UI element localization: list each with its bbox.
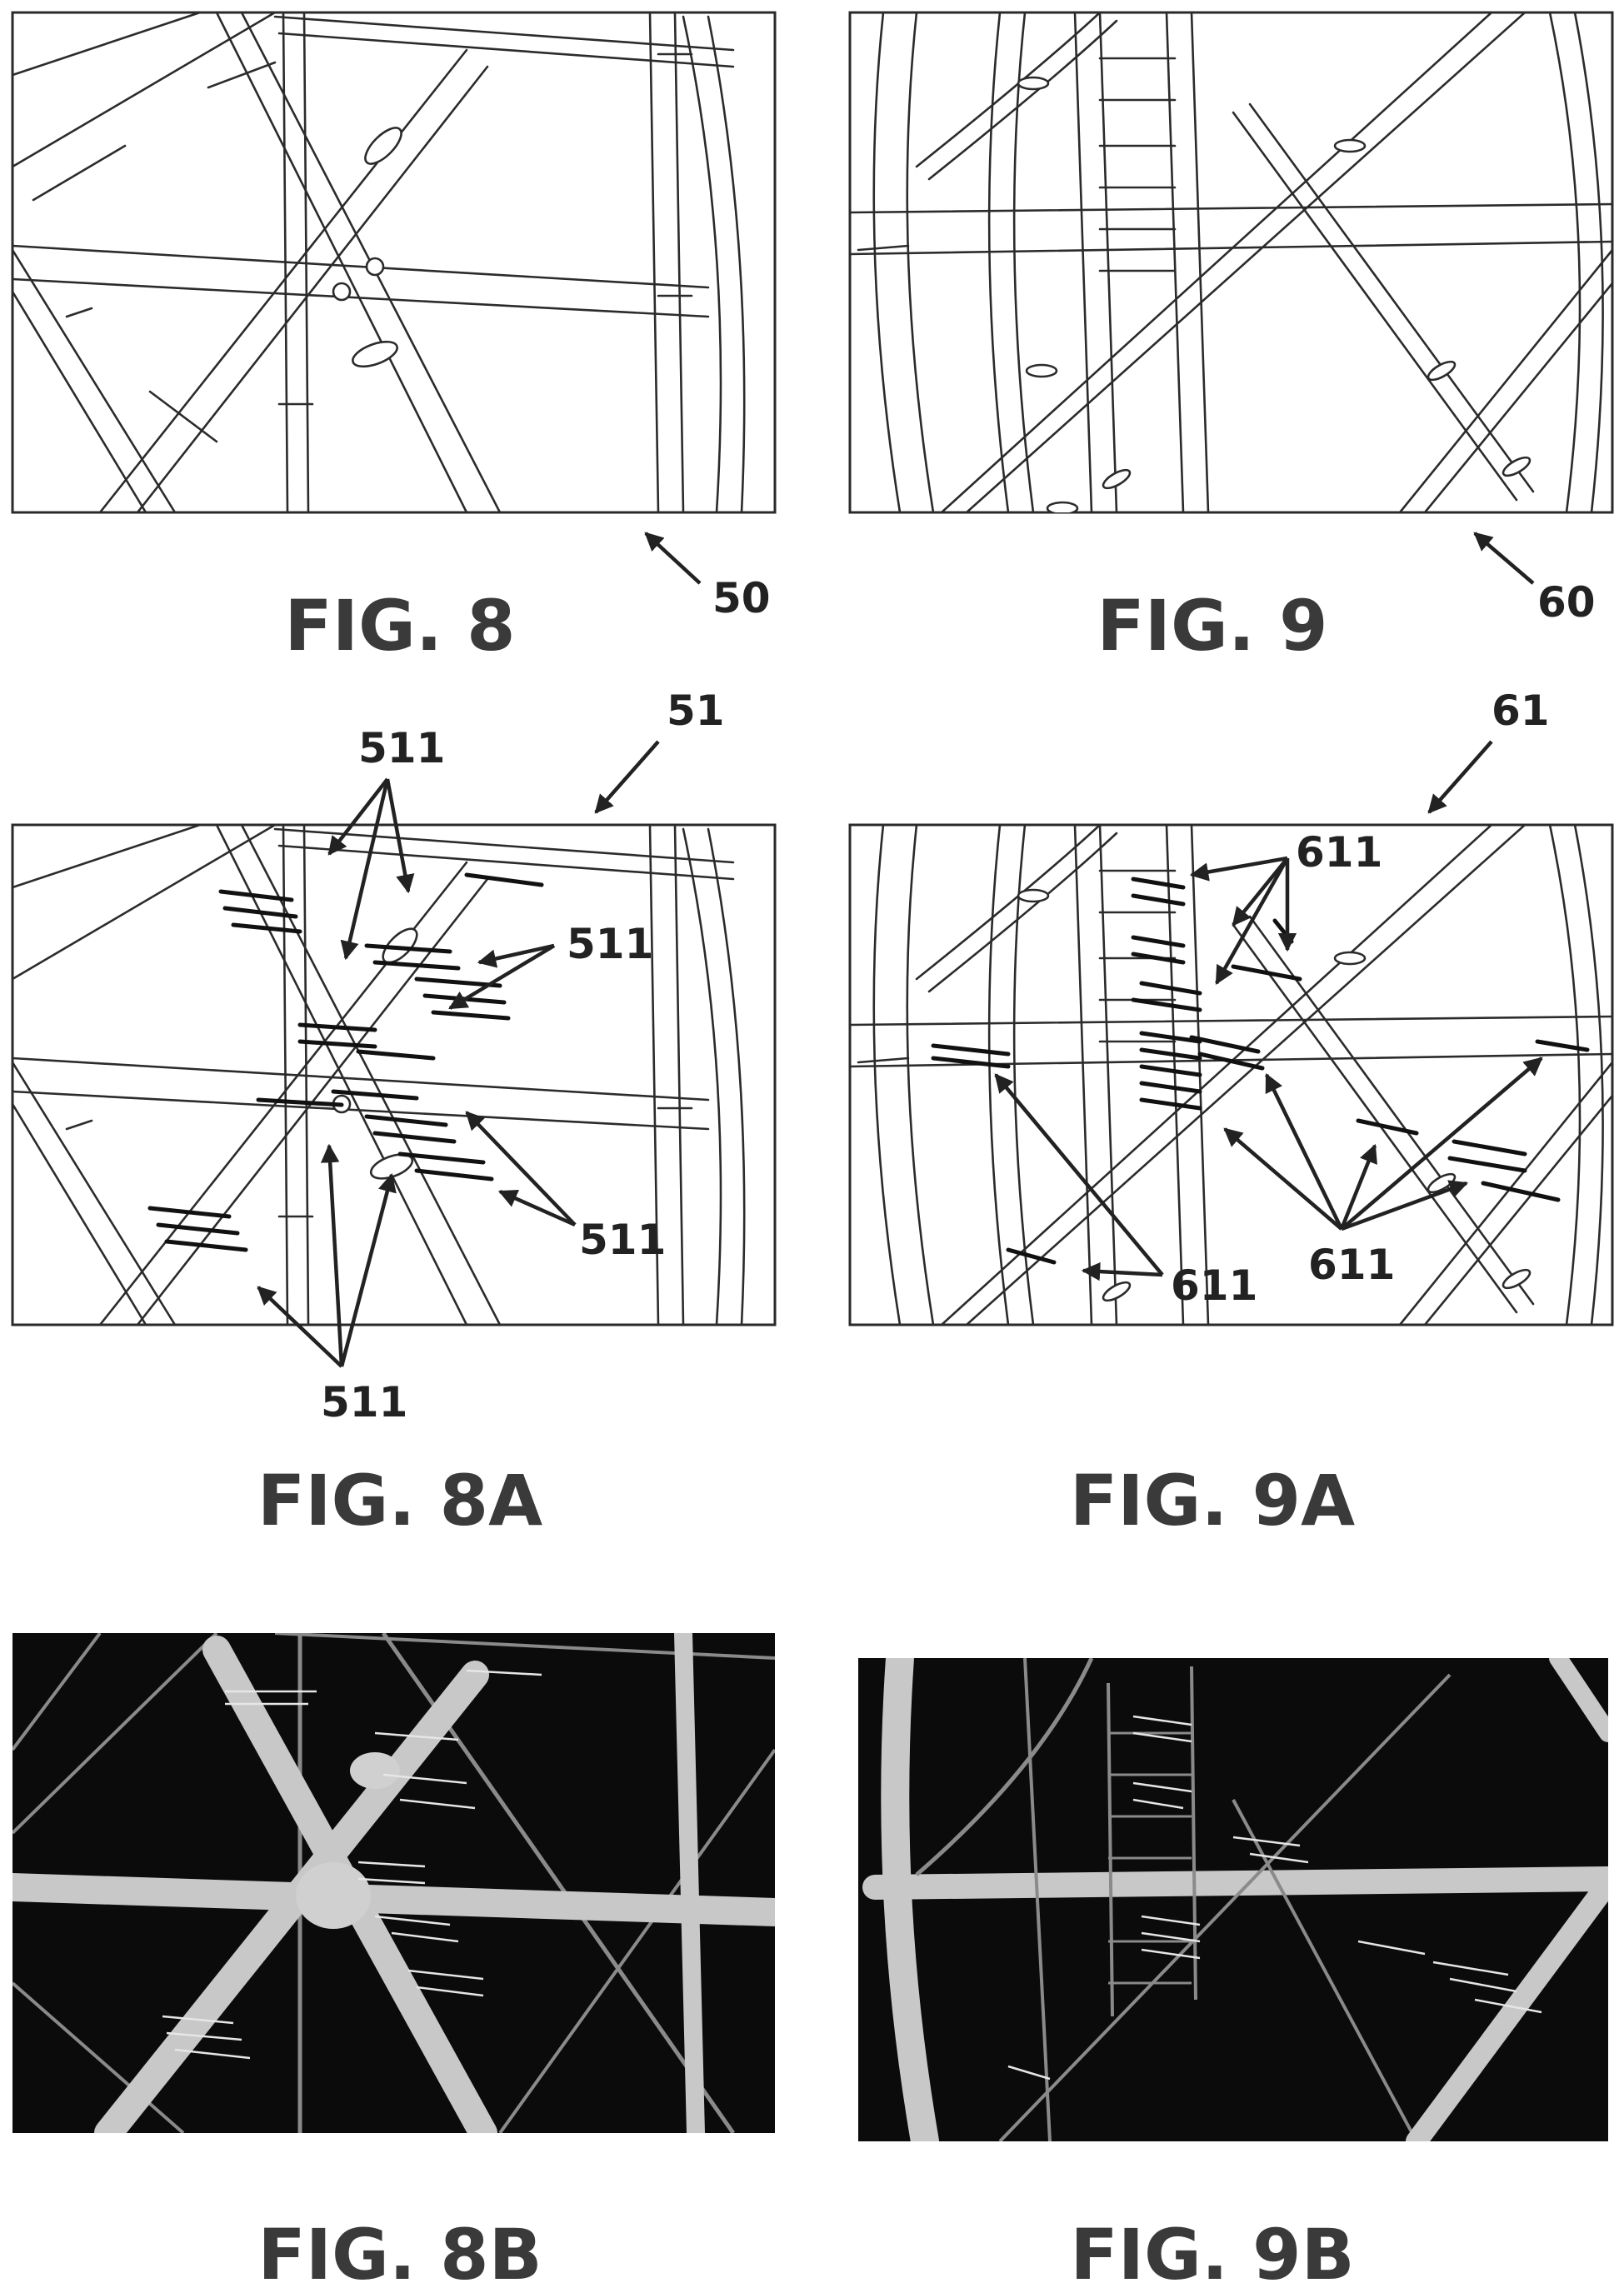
fig-9-drawing [850, 12, 1612, 514]
fig-8-ref-label: 50 [712, 574, 771, 622]
fig-9a-callout-top: 611 [1296, 828, 1382, 877]
fig-9a-label: FIG. 9A [1070, 1460, 1355, 1541]
fig-8a-callout-right-lower: 511 [579, 1216, 666, 1264]
fig-9a-callout-bottom-right: 611 [1308, 1241, 1395, 1289]
fig-8b-photo [12, 1633, 775, 2133]
fig-9a-frame [850, 825, 1612, 1325]
fig-8a-ref-arrow [596, 742, 658, 812]
fig-8-ref-arrow [646, 533, 700, 583]
fig-9a-drawing [850, 825, 1612, 1325]
fig-8a-callout-top: 511 [358, 724, 445, 772]
fig-8-frame [12, 12, 775, 512]
fig-8a-label: FIG. 8A [257, 1460, 542, 1541]
fig-9-frame [850, 12, 1612, 512]
fig-9a-ref-arrow [1429, 742, 1492, 812]
fig-9a-ref-label: 61 [1492, 687, 1550, 735]
fig-9-ref-label: 60 [1537, 578, 1596, 627]
fig-9b-photo [858, 1658, 1608, 2141]
fig-8a-callout-bottom: 511 [321, 1378, 407, 1426]
fig-8-drawing [12, 12, 775, 512]
fig-9-ref-arrow [1475, 533, 1533, 583]
fig-8a-ref-label: 51 [667, 687, 725, 735]
fig-8-label: FIG. 8 [284, 585, 515, 667]
fig-8a-callout-right-upper: 511 [567, 920, 653, 968]
fig-9-label: FIG. 9 [1097, 585, 1327, 667]
fig-8b-label: FIG. 8B [257, 2214, 542, 2283]
fig-9a-callout-bottom-left: 611 [1171, 1261, 1257, 1310]
fig-9b-label: FIG. 9B [1070, 2214, 1354, 2283]
